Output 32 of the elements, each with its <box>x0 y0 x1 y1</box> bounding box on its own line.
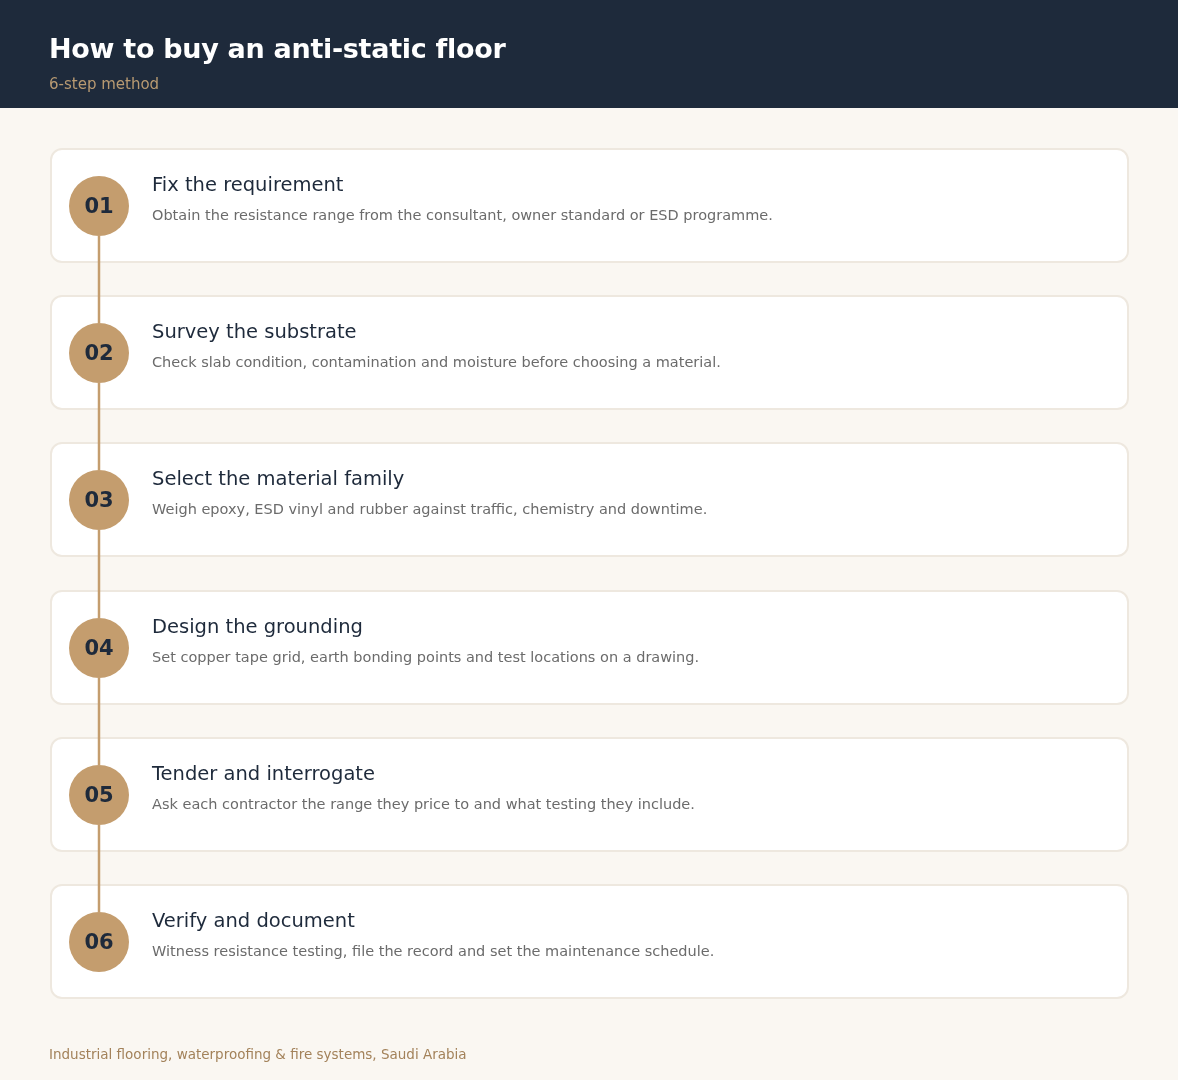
step-number: 02 <box>69 323 129 383</box>
step-description: Obtain the resistance range from the consultant, owner standard or ESD programme. <box>152 206 773 225</box>
step-number: 05 <box>69 765 129 825</box>
step-card <box>50 442 1129 557</box>
connector-line <box>97 825 101 912</box>
connector-line <box>97 530 101 618</box>
step-card <box>50 737 1129 852</box>
connector-line <box>97 383 101 470</box>
step-description: Set copper tape grid, earth bonding points and test locations on a drawing. <box>152 648 700 667</box>
connector-line <box>97 678 101 765</box>
step-card <box>50 295 1129 410</box>
step-description: Weigh epoxy, ESD vinyl and rubber against traffic, chemistry and downtime. <box>152 500 708 519</box>
step-number: 06 <box>69 912 129 972</box>
subtitle: 6-step method <box>49 74 160 94</box>
step-card <box>50 884 1129 999</box>
step-title: Design the grounding <box>152 614 363 640</box>
step-number: 01 <box>69 176 129 236</box>
title: How to buy an anti-static floor <box>49 32 506 66</box>
step-card <box>50 148 1129 263</box>
step-title: Survey the substrate <box>152 319 357 345</box>
step-number: 04 <box>69 618 129 678</box>
step-description: Check slab condition, contamination and moisture before choosing a material. <box>152 353 721 372</box>
step-number: 03 <box>69 470 129 530</box>
step-description: Ask each contractor the range they price to and what testing they include. <box>152 795 695 814</box>
step-title: Verify and document <box>152 908 355 934</box>
step-description: Witness resistance testing, file the record and set the maintenance schedule. <box>152 942 715 961</box>
step-card <box>50 590 1129 705</box>
footer-note: Industrial flooring, waterproofing & fire systems, Saudi Arabia <box>49 1045 467 1063</box>
connector-line <box>97 236 101 323</box>
step-title: Fix the requirement <box>152 172 344 198</box>
step-title: Select the material family <box>152 466 405 492</box>
step-title: Tender and interrogate <box>152 761 375 787</box>
